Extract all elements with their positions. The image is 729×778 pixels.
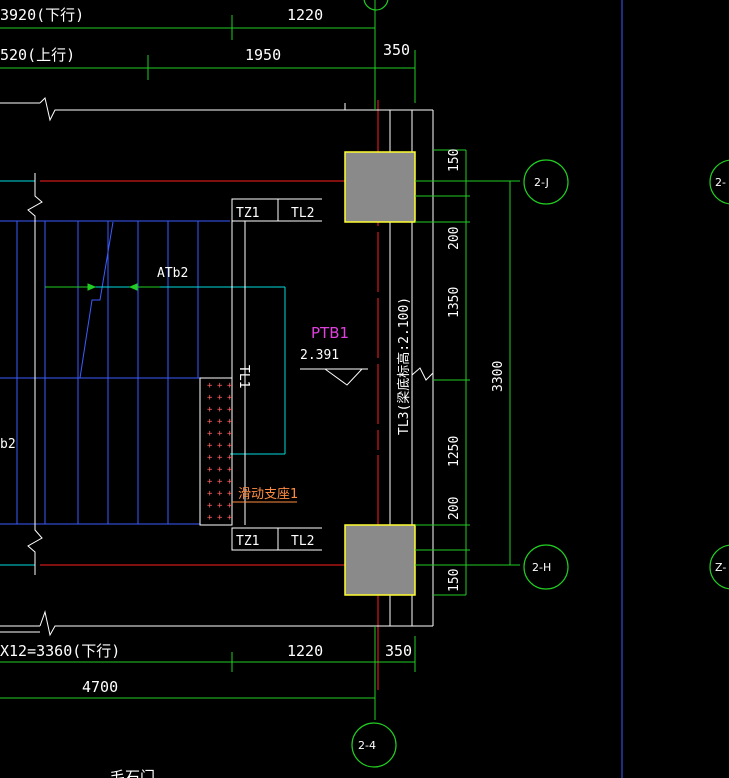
- hatch-mark: +: [207, 501, 213, 511]
- hatch-mark: +: [227, 393, 233, 403]
- label-tz1-bot: TZ1: [236, 534, 259, 549]
- label-atb2: ATb2: [157, 266, 188, 281]
- hatch-mark: +: [207, 381, 213, 391]
- hatch-mark: +: [207, 465, 213, 475]
- grid-axis-2-4-circle: [351, 722, 397, 768]
- grid-axis-far-bot-circle: [709, 544, 729, 590]
- grid-label-2j: 2-J: [534, 176, 549, 189]
- hatch-mark: +: [217, 417, 223, 427]
- grid-label-far-bot: Z-: [715, 561, 726, 574]
- label-bottom-partial: 毛石门: [110, 768, 155, 778]
- dim-bot1-right: 350: [385, 642, 412, 660]
- label-tz1-top: TZ1: [236, 206, 259, 221]
- hatch-mark: +: [227, 429, 233, 439]
- label-ptb1: PTB1: [311, 324, 349, 342]
- hatch-mark: +: [217, 393, 223, 403]
- hatch-mark: +: [217, 477, 223, 487]
- label-tl2-bot: TL2: [291, 534, 314, 549]
- dim-top1-mid: 1220: [287, 6, 323, 24]
- grid-label-2-4: 2-4: [358, 739, 376, 752]
- hatch-mark: +: [227, 441, 233, 451]
- dim-bot1-mid: 1220: [287, 642, 323, 660]
- hatch-mark: +: [217, 381, 223, 391]
- label-tl2-top: TL2: [291, 206, 314, 221]
- hatch-mark: +: [227, 477, 233, 487]
- dim-top1-left: 3920(下行): [0, 6, 84, 24]
- hatch-mark: +: [207, 393, 213, 403]
- dim-right-150-top: 150: [447, 149, 462, 172]
- dim-top2-right: 350: [383, 41, 410, 59]
- bottom-dimension-lines: [0, 626, 416, 720]
- dim-right-200-top: 200: [447, 227, 462, 250]
- hatch-mark: +: [227, 465, 233, 475]
- hatch-mark: +: [227, 417, 233, 427]
- grid-axis-top-circle: [363, 0, 389, 11]
- stair-flight-upper: [0, 220, 230, 379]
- hatch-mark: +: [227, 489, 233, 499]
- grid-axis-2j-circle: [523, 159, 569, 205]
- hatch-mark: +: [227, 513, 233, 523]
- hatch-mark: +: [207, 441, 213, 451]
- dim-top2-left: 520(上行): [0, 46, 75, 64]
- hatch-mark: +: [217, 441, 223, 451]
- hatch-mark: +: [217, 465, 223, 475]
- hatch-mark: +: [207, 489, 213, 499]
- tl3-break-symbol: [411, 367, 434, 381]
- hatch-mark: +: [207, 405, 213, 415]
- grid-label-2h: 2-H: [532, 561, 551, 574]
- hatch-mark: +: [227, 405, 233, 415]
- stair-flight-lower: [0, 378, 200, 525]
- hatch-mark: +: [227, 453, 233, 463]
- dim-bot1-left: X12=3360(下行): [0, 642, 120, 660]
- hatch-mark: +: [217, 513, 223, 523]
- hatch-mark: +: [217, 453, 223, 463]
- hatch-mark: +: [227, 381, 233, 391]
- label-tl1: TL1: [236, 365, 251, 388]
- column-bottom: [344, 524, 416, 596]
- right-dimension-lines: [415, 149, 520, 596]
- dim-right-1250: 1250: [447, 436, 462, 467]
- atb2-arrow: [45, 283, 160, 291]
- hatch-mark: +: [207, 453, 213, 463]
- hatch-mark: +: [217, 429, 223, 439]
- hatch-mark: +: [217, 501, 223, 511]
- dim-top2-mid: 1950: [245, 46, 281, 64]
- dim-right-200-bot: 200: [447, 497, 462, 520]
- hatch-mark: +: [207, 429, 213, 439]
- hatch-mark: +: [207, 477, 213, 487]
- column-top: [344, 151, 416, 223]
- top-dimension-lines: [0, 0, 416, 110]
- sliding-support-hatch: + + + + + + + + + + + + + + + + + + + + + + + + + + + + + + + + + + + +: [207, 381, 233, 523]
- label-elevation: 2.391: [300, 348, 339, 363]
- dim-right-150-bot: 150: [447, 569, 462, 592]
- hatch-mark: +: [217, 405, 223, 415]
- label-atb2-left: b2: [0, 437, 16, 452]
- hatch-mark: +: [207, 417, 213, 427]
- dim-right-total: 3300: [491, 361, 506, 392]
- grid-axis-2h-circle: [523, 544, 569, 590]
- label-tl3: TL3(梁底标高:2.100): [396, 297, 412, 435]
- hatch-mark: +: [217, 489, 223, 499]
- grid-label-far-top: 2-: [715, 176, 726, 189]
- grid-axis-far-top-circle: [709, 159, 729, 205]
- dim-bot2-total: 4700: [82, 678, 118, 696]
- elevation-marker: [300, 368, 368, 386]
- hatch-mark: +: [227, 501, 233, 511]
- label-sliding-support: 滑动支座1: [238, 487, 298, 502]
- dim-right-1350: 1350: [447, 287, 462, 318]
- hatch-mark: +: [207, 513, 213, 523]
